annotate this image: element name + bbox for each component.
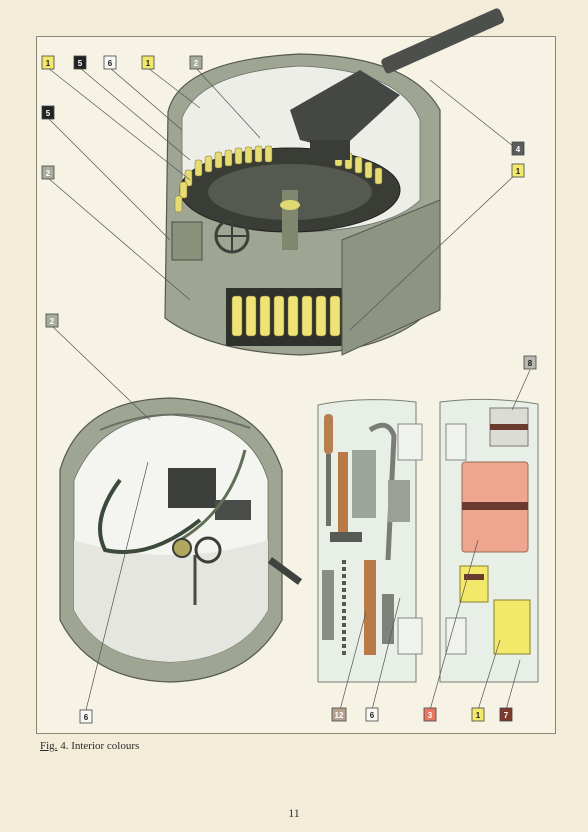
svg-text:2: 2: [50, 317, 55, 326]
svg-text:5: 5: [46, 109, 51, 118]
chip-4: 4: [511, 141, 525, 156]
turret-interior-lower: [59, 397, 303, 683]
chip-8: 8: [523, 355, 537, 370]
chip-2: 2: [45, 313, 59, 328]
figure-caption-text: 4. Interior colours: [57, 740, 140, 752]
chip-6: 6: [79, 709, 93, 724]
svg-text:12: 12: [335, 711, 344, 720]
chip-6: 6: [365, 707, 379, 722]
svg-text:1: 1: [46, 59, 51, 68]
page-number: 11: [288, 806, 300, 820]
chip-12: 12: [331, 707, 347, 722]
handwheel-bottom: [194, 536, 222, 564]
svg-text:2: 2: [46, 169, 51, 178]
main-gun: [290, 8, 504, 160]
chip-2: 2: [189, 55, 203, 70]
svg-text:5: 5: [78, 59, 83, 68]
chip-1: 1: [511, 163, 525, 178]
door-panel-right: [439, 398, 539, 683]
svg-text:3: 3: [428, 711, 433, 720]
chip-1: 1: [41, 55, 55, 70]
ammo-ring: [174, 145, 383, 213]
leader-lines: [47, 67, 531, 711]
chip-5: 5: [41, 105, 55, 120]
ammo-rack-lower: [231, 295, 341, 337]
chip-5: 5: [73, 55, 87, 70]
svg-text:6: 6: [84, 713, 89, 722]
svg-text:8: 8: [528, 359, 533, 368]
svg-text:1: 1: [146, 59, 151, 68]
colour-chips: 1 5 6 1 2 5 2 4: [41, 55, 537, 724]
chip-1: 1: [471, 707, 485, 722]
svg-text:7: 7: [504, 711, 509, 720]
svg-text:2: 2: [194, 59, 199, 68]
figure-label: Fig.: [40, 740, 58, 752]
svg-text:4: 4: [516, 145, 521, 154]
figure-caption: Fig. 4. Interior colours: [40, 740, 139, 752]
svg-text:6: 6: [370, 711, 375, 720]
chip-1: 1: [141, 55, 155, 70]
turret-cutaway-top: [164, 8, 504, 356]
chip-3: 3: [423, 707, 437, 722]
chip-6: 6: [103, 55, 117, 70]
chip-2: 2: [41, 165, 55, 180]
chip-7: 7: [499, 707, 513, 722]
svg-text:1: 1: [476, 711, 481, 720]
svg-text:1: 1: [516, 167, 521, 176]
svg-text:6: 6: [108, 59, 113, 68]
door-panel-left: [317, 399, 423, 683]
